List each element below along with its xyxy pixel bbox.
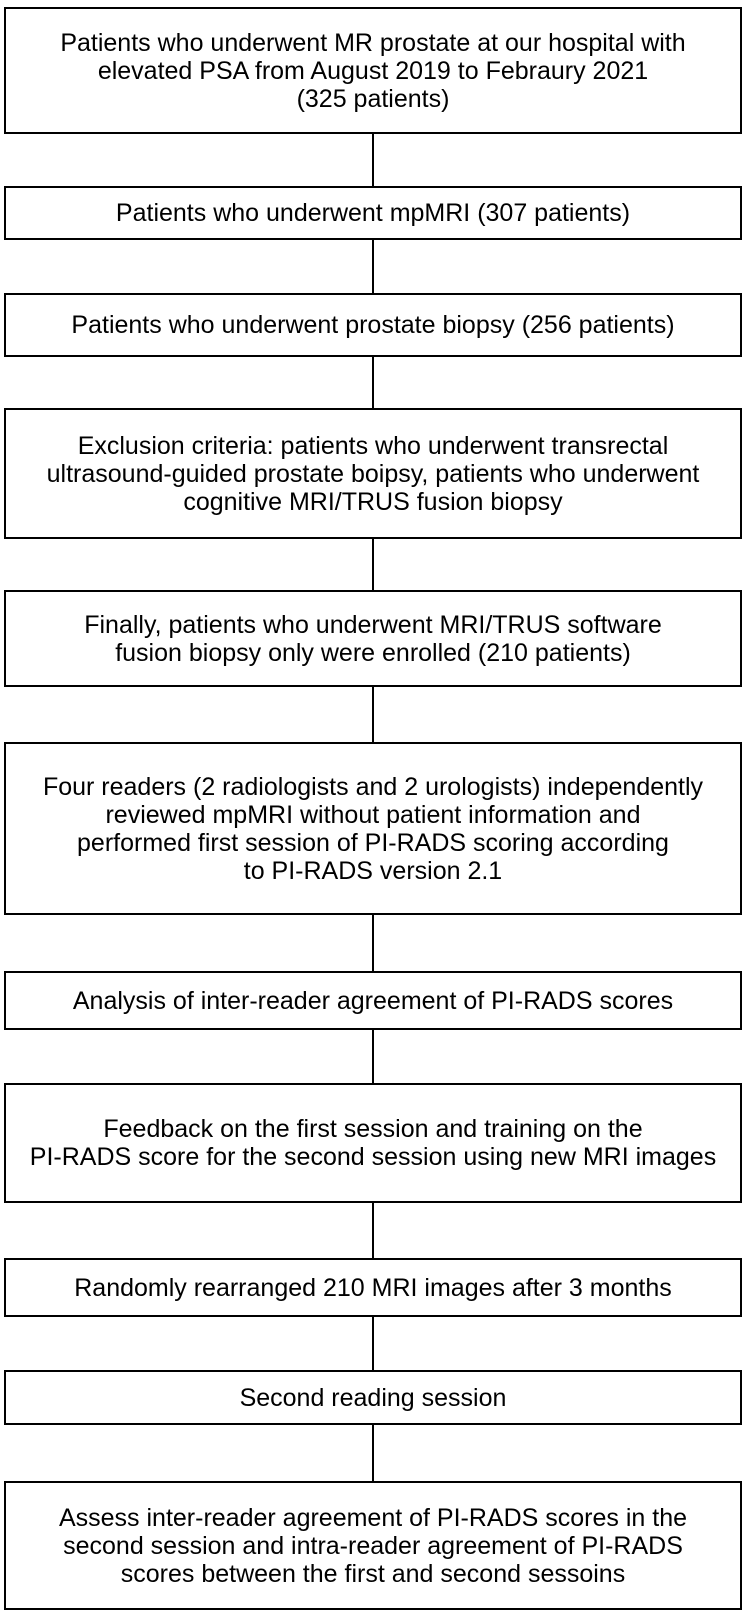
connector-line [372, 1315, 374, 1372]
flow-box-text: Randomly rearranged 210 MRI images after… [74, 1273, 672, 1302]
flow-box-second-reading-session: Second reading session [4, 1370, 742, 1425]
flow-box-text: Patients who underwent mpMRI (307 patien… [115, 199, 631, 227]
flow-box-text: Finally, patients who underwent MRI/TRUS… [84, 610, 662, 667]
flow-box-interreader-analysis: Analysis of inter-reader agreement of PI… [4, 971, 742, 1030]
connector-line [372, 685, 374, 744]
flow-box-rearranged-images: Randomly rearranged 210 MRI images after… [4, 1258, 742, 1317]
flow-box-feedback-training: Feedback on the first session and traini… [4, 1083, 742, 1203]
connector-line [372, 238, 374, 295]
flow-box-text: Exclusion criteria: patients who underwe… [46, 431, 700, 516]
connector-line [372, 1423, 374, 1483]
flow-box-text: Assess inter-reader agreement of PI-RADS… [58, 1503, 688, 1588]
flow-box-mpmri-patients: Patients who underwent mpMRI (307 patien… [4, 186, 742, 240]
flow-box-text: Patients who underwent MR prostate at ou… [60, 28, 686, 113]
flow-box-text: Patients who underwent prostate biopsy (… [71, 311, 675, 339]
flow-box-enrolled-patients: Finally, patients who underwent MRI/TRUS… [4, 590, 742, 687]
flow-box-initial-cohort: Patients who underwent MR prostate at ou… [4, 7, 742, 134]
flow-box-exclusion-criteria: Exclusion criteria: patients who underwe… [4, 408, 742, 539]
connector-line [372, 132, 374, 188]
flow-box-text: Second reading session [239, 1383, 507, 1412]
flow-box-text: Feedback on the first session and traini… [29, 1115, 717, 1171]
connector-line [372, 537, 374, 592]
connector-line [372, 913, 374, 973]
flow-box-text: Analysis of inter-reader agreement of PI… [72, 986, 674, 1015]
connector-line [372, 355, 374, 410]
flow-box-final-assessment: Assess inter-reader agreement of PI-RADS… [4, 1481, 742, 1610]
flow-box-text: Four readers (2 radiologists and 2 urolo… [42, 772, 704, 885]
connector-line [372, 1201, 374, 1260]
connector-line [372, 1028, 374, 1085]
flow-box-biopsy-patients: Patients who underwent prostate biopsy (… [4, 293, 742, 357]
flow-box-first-reading-session: Four readers (2 radiologists and 2 urolo… [4, 742, 742, 915]
